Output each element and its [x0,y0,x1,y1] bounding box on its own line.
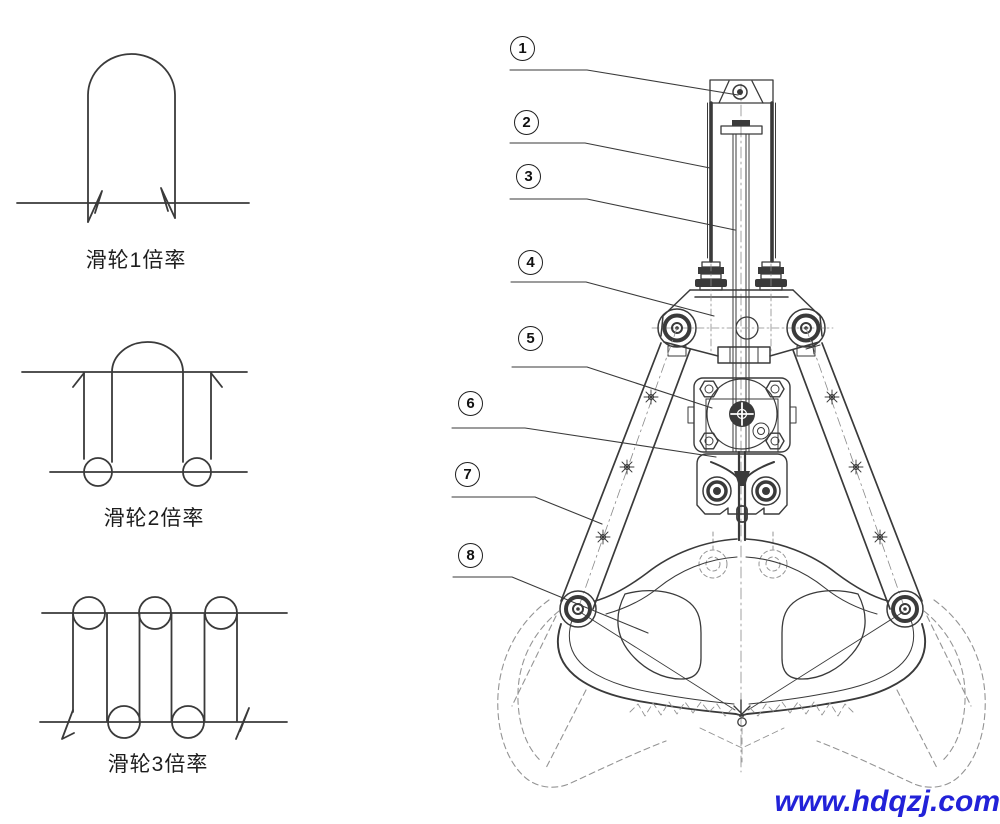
callout-4: 4 [518,250,543,275]
callout-1: 1 [510,36,535,61]
callout-3: 3 [516,164,541,189]
callout-8: 8 [458,543,483,568]
callout-5: 5 [518,326,543,351]
cylinder-body [707,101,776,263]
top-pivot-left [657,308,697,357]
pulley3-sheave-top-2 [138,596,172,630]
bucket-open-ghost [497,599,986,788]
pulley3-arrow-left [61,709,75,740]
head-beam [651,263,834,364]
ghost-sheaves [698,531,788,579]
pulley2-arrow-right [210,372,223,388]
bucket-closed [557,538,926,727]
pulley1-arrow-left [87,190,103,223]
pulley-diagram-1x [16,53,250,223]
callout-2: 2 [514,110,539,135]
callout-6: 6 [458,391,483,416]
callout-leader-lines [451,69,739,634]
pulley1-rope [87,53,176,223]
pulley-3x-label: 滑轮3倍率 [107,753,209,776]
cylinder-head-block [709,79,774,104]
pulley-2x-label: 滑轮2倍率 [103,507,205,530]
pulley2-sheave-right [182,457,212,487]
sheave-clevis [696,450,788,542]
valve-block [687,377,797,453]
pulley3-sheave-top-1 [72,596,106,630]
piston-rod [720,120,763,453]
arm-left [560,327,691,610]
pulley-diagram-2x [21,341,248,487]
pulley3-lines [39,612,288,723]
pulley2-sheave-left [83,457,113,487]
pulley1-arrow-right [160,187,176,219]
pulley3-sheave-bottom-2 [171,705,205,739]
grab-drawing [451,69,986,788]
watermark-url: www.hdqzj.com [774,785,1000,818]
pulley-1x-label: 滑轮1倍率 [85,249,187,272]
pulley2-lines [21,341,248,473]
pulley3-arrow-right [235,707,250,740]
pulley2-arrow-left [72,372,85,388]
pulley-diagram-3x [39,596,288,740]
bottom-pivot-right [886,590,924,628]
pulley3-sheave-top-3 [204,596,238,630]
top-pivot-right [786,308,826,357]
callout-7: 7 [455,462,480,487]
arm-right [792,327,923,610]
pulley3-sheave-bottom-1 [107,705,141,739]
